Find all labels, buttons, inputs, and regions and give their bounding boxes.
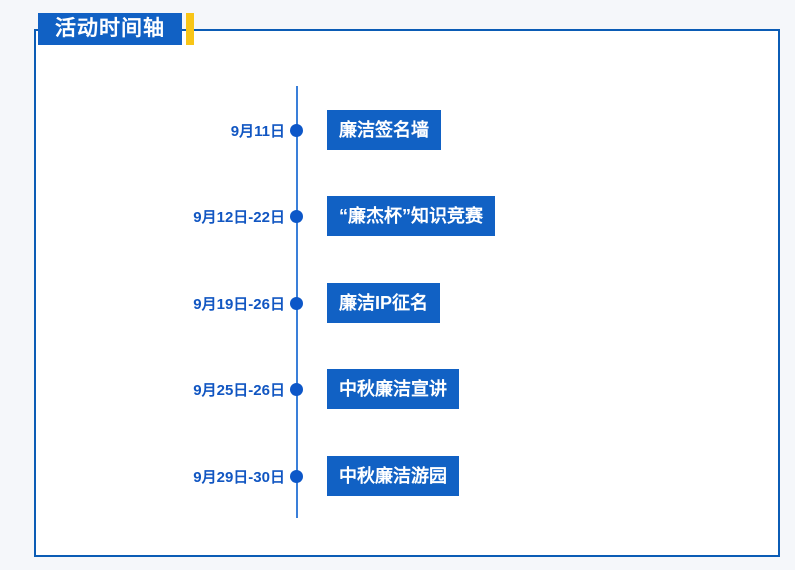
timeline-date: 9月19日-26日 xyxy=(193,295,285,313)
timeline-dot-icon xyxy=(290,123,303,137)
event-badge: 廉洁IP征名 xyxy=(327,283,441,323)
timeline-date: 9月29日-30日 xyxy=(193,468,285,486)
timeline-dot-icon xyxy=(290,209,303,223)
event-badge: 中秋廉洁宣讲 xyxy=(327,369,459,409)
event-badge: “廉杰杯”知识竞赛 xyxy=(327,196,495,236)
timeline-date: 9月11日 xyxy=(230,122,285,140)
timeline-item: 9月25日-26日 中秋廉洁宣讲 xyxy=(0,369,795,409)
timeline-item: 9月29日-30日 中秋廉洁游园 xyxy=(0,456,795,496)
timeline-date: 9月25日-26日 xyxy=(193,381,285,399)
timeline-item: 9月19日-26日 廉洁IP征名 xyxy=(0,283,795,323)
page-title-chip: 活动时间轴 xyxy=(38,13,194,45)
timeline-item: 9月11日 廉洁签名墙 xyxy=(0,110,795,150)
event-badge: 廉洁签名墙 xyxy=(327,110,441,150)
timeline-dot-icon xyxy=(290,296,303,310)
timeline-dot-icon xyxy=(290,382,303,396)
title-accent-bar xyxy=(186,13,194,45)
page-title: 活动时间轴 xyxy=(38,13,182,45)
timeline-dot-icon xyxy=(290,469,303,483)
timeline-date: 9月12日-22日 xyxy=(193,208,285,226)
timeline-item: 9月12日-22日 “廉杰杯”知识竞赛 xyxy=(0,196,795,236)
event-badge: 中秋廉洁游园 xyxy=(327,456,459,496)
